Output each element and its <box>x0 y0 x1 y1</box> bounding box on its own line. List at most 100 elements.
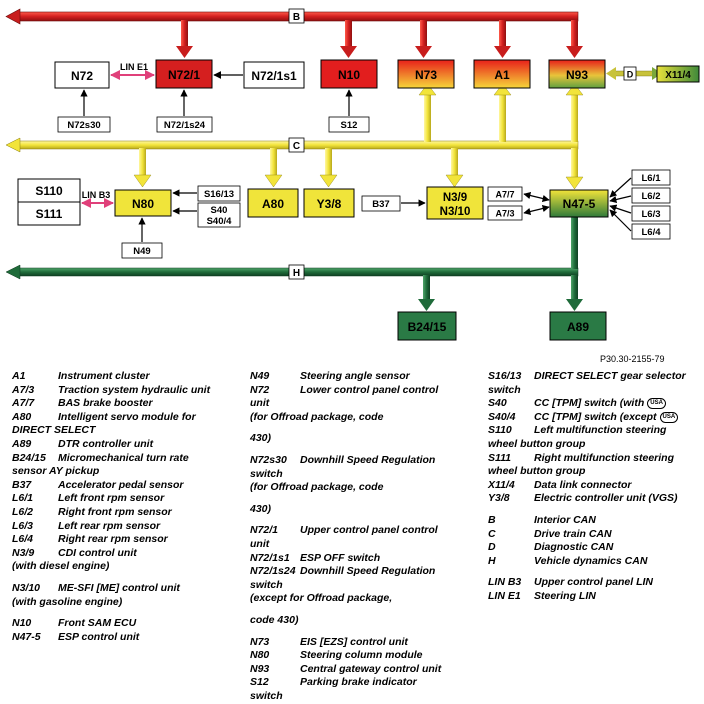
legend-code: LIN B3 <box>488 576 522 589</box>
lin-e1-link: LIN E1 <box>110 62 155 80</box>
legend-code: L6/2 <box>12 505 34 518</box>
figure-id: P30.30-2155-79 <box>600 354 665 364</box>
node-l6-2: L6/2 <box>631 187 671 204</box>
legend-entry: unit <box>250 538 480 552</box>
legend-description: unit <box>250 397 270 410</box>
legend-code: N72 <box>250 383 270 396</box>
legend-code: L6/1 <box>12 492 34 505</box>
legend-code: C <box>488 527 496 540</box>
legend-description: (with gasoline engine) <box>12 595 123 608</box>
node-n3-9: N3/9 <box>443 192 467 204</box>
legend-code: LIN E1 <box>488 589 521 602</box>
legend-entry: LIN B3 Upper control panel LIN <box>488 576 702 590</box>
bus-label-c: C <box>293 141 300 152</box>
svg-text:X11/4: X11/4 <box>665 70 691 81</box>
node-n3-10: N3/10 <box>440 206 471 218</box>
legend-code: S110 <box>488 424 512 437</box>
bus-label-h: H <box>293 268 300 279</box>
legend-description: Lower control panel control <box>300 383 439 396</box>
legend-code: S40 <box>488 397 507 410</box>
legend-description: sensor AY pickup <box>12 465 100 478</box>
node-n3-9-n3-10: N3/9 N3/10 <box>426 186 484 220</box>
legend-entry: wheel button group <box>488 465 702 479</box>
legend-description: CC [TPM] switch (with <box>534 397 645 410</box>
legend-entry: N72/1 Upper control panel control <box>250 524 480 538</box>
svg-text:B24/15: B24/15 <box>408 320 447 334</box>
legend-code: L6/4 <box>12 533 34 546</box>
legend-code: N72s30 <box>250 453 287 466</box>
svg-text:A89: A89 <box>567 320 589 334</box>
can-h-bus: H <box>5 206 583 311</box>
node-n93: N93 <box>548 59 606 89</box>
legend-description: unit <box>250 537 270 550</box>
legend-code: S40/4 <box>488 410 516 423</box>
legend-description: Front SAM ECU <box>58 617 137 630</box>
node-b37: B37 <box>361 195 401 212</box>
svg-text:A80: A80 <box>262 197 284 211</box>
legend-code: A7/3 <box>12 383 35 396</box>
legend-description: Micromechanical turn rate <box>58 451 189 464</box>
svg-text:S111: S111 <box>36 207 63 221</box>
node-s40-group: S40 S40/4 <box>197 202 241 228</box>
legend-description: Right rear rpm sensor <box>58 533 168 546</box>
legend-code: N10 <box>12 617 32 630</box>
svg-text:L6/1: L6/1 <box>641 173 661 184</box>
svg-text:N72/1s1: N72/1s1 <box>251 69 297 83</box>
legend-entry: 430) <box>250 432 480 446</box>
node-x11-4: X11/4 <box>656 65 700 83</box>
legend-description: Downhill Speed Regulation <box>300 453 436 466</box>
legend-code: N72/1 <box>250 524 279 537</box>
legend-entry: sensor AY pickup <box>12 465 242 479</box>
legend-description: Upper control panel control <box>300 524 438 537</box>
legend-description: Electric controller unit (VGS) <box>534 492 678 505</box>
legend-description: switch <box>250 467 283 480</box>
legend-code: N3/9 <box>12 546 35 559</box>
svg-text:N72/1: N72/1 <box>168 68 200 82</box>
bus-label-d: D <box>627 70 634 80</box>
legend-description: Right multifunction steering <box>534 451 674 464</box>
legend-entry: DIRECT SELECT <box>12 424 242 438</box>
legend-entry: (except for Offroad package, <box>250 592 480 606</box>
link-l6-2 <box>609 195 632 204</box>
node-n73: N73 <box>397 59 455 89</box>
node-s16-13: S16/13 <box>197 185 241 202</box>
legend-entry: wheel button group <box>488 438 702 452</box>
bus-label-c-box <box>288 137 305 153</box>
node-s111: S111 <box>17 201 81 226</box>
node-s40: S40 <box>211 205 228 216</box>
node-a7-7: A7/7 <box>487 186 523 202</box>
legend-spacer <box>250 446 480 454</box>
legend-description: (with diesel engine) <box>12 560 110 573</box>
legend-description: DIRECT SELECT <box>12 424 96 437</box>
legend-description: Upper control panel LIN <box>534 576 654 589</box>
legend-spacer <box>250 516 480 524</box>
legend-description: EIS [EZS] control unit <box>300 635 408 648</box>
bus-label-b-box <box>288 8 305 24</box>
svg-text:N47-5: N47-5 <box>563 197 596 211</box>
bus-label-h-box <box>288 264 305 280</box>
node-n72s30: N72s30 <box>57 116 111 133</box>
node-n80: N80 <box>114 189 172 217</box>
node-n49: N49 <box>121 242 163 259</box>
legend-code: Y3/8 <box>488 492 510 505</box>
can-c-bus: C <box>5 83 584 190</box>
svg-text:Y3/8: Y3/8 <box>317 197 342 211</box>
svg-text:A7/3: A7/3 <box>495 209 514 219</box>
node-n72-1s24: N72/1s24 <box>156 116 213 133</box>
legend-description: switch <box>488 383 521 396</box>
legend-code: B24/15 <box>12 451 46 464</box>
